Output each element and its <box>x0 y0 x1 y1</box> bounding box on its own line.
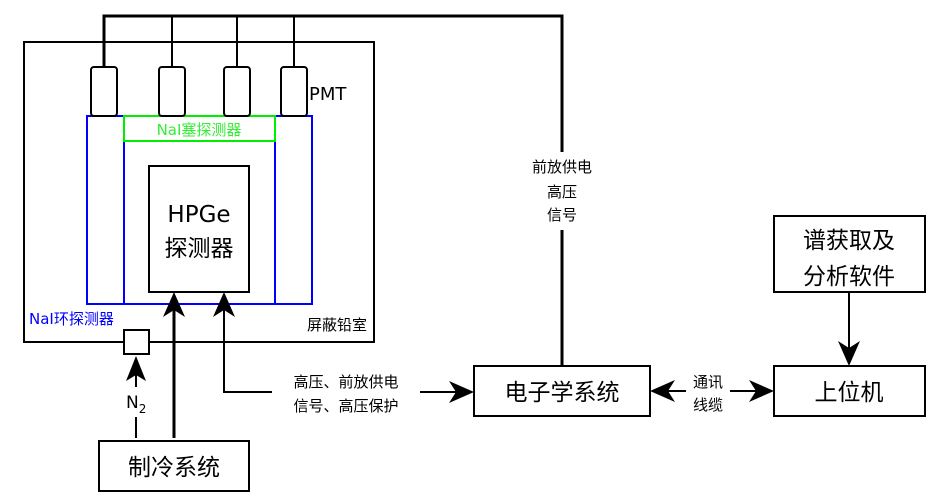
host-computer-box <box>773 365 926 417</box>
lead-shield-label: 屏蔽铅室 <box>307 316 367 334</box>
nai-plug-label: NaI塞探测器 <box>157 121 242 139</box>
pmt-link-label-line2: 高压 <box>547 183 577 201</box>
n2-label-main: N <box>126 393 139 413</box>
pmt-2 <box>158 66 186 117</box>
lead-shield-box <box>23 41 375 343</box>
comm-label-line1: 通讯 <box>693 373 723 391</box>
pmt-link-label-bg <box>518 152 606 230</box>
hpge-label-line2: 探测器 <box>165 236 234 262</box>
n2-feedthrough <box>123 329 150 355</box>
electronics-system-label: 电子学系统 <box>505 380 620 406</box>
pmt-link-label-line3: 信号 <box>547 206 577 224</box>
comm-label-line2: 线缆 <box>693 396 723 414</box>
hpge-detector-box <box>148 165 250 293</box>
hpge-link-label-line2: 信号、高压保护 <box>293 397 398 415</box>
n2-label-bg <box>124 387 152 417</box>
hpge-link-label-bg <box>272 370 420 416</box>
nai-ring-label: NaI环探测器 <box>29 310 114 328</box>
n2-arrowhead <box>126 356 146 381</box>
cooling-system-label: 制冷系统 <box>128 455 220 481</box>
pmt-1 <box>90 66 118 117</box>
electronics-in-arrowhead <box>449 381 474 403</box>
host-computer-label: 上位机 <box>815 380 884 406</box>
pmt-link-label-line1: 前放供电 <box>532 158 592 176</box>
hpge-link-label-line1: 高压、前放供电 <box>293 373 398 391</box>
comm-label-bg <box>686 370 730 416</box>
pmt-label: PMT <box>309 84 347 105</box>
pmt-4 <box>280 66 308 117</box>
cooling-system-box <box>98 440 250 492</box>
pmt-3 <box>223 66 251 117</box>
n2-label-sub: 2 <box>139 402 147 416</box>
nai-plug-box <box>123 115 276 142</box>
comm-arrowhead-right <box>749 380 774 402</box>
hpge-label-line1: HPGe <box>167 202 230 228</box>
hpge-arrowhead <box>213 292 235 317</box>
comm-arrowhead-left <box>650 380 675 402</box>
n2-label: N2 <box>126 393 146 416</box>
software-host-arrowhead <box>838 341 860 366</box>
software-label-line1: 谱获取及 <box>803 228 895 254</box>
cooling-arrowhead <box>163 292 185 317</box>
software-label-line2: 分析软件 <box>803 264 895 290</box>
software-box <box>773 215 926 293</box>
